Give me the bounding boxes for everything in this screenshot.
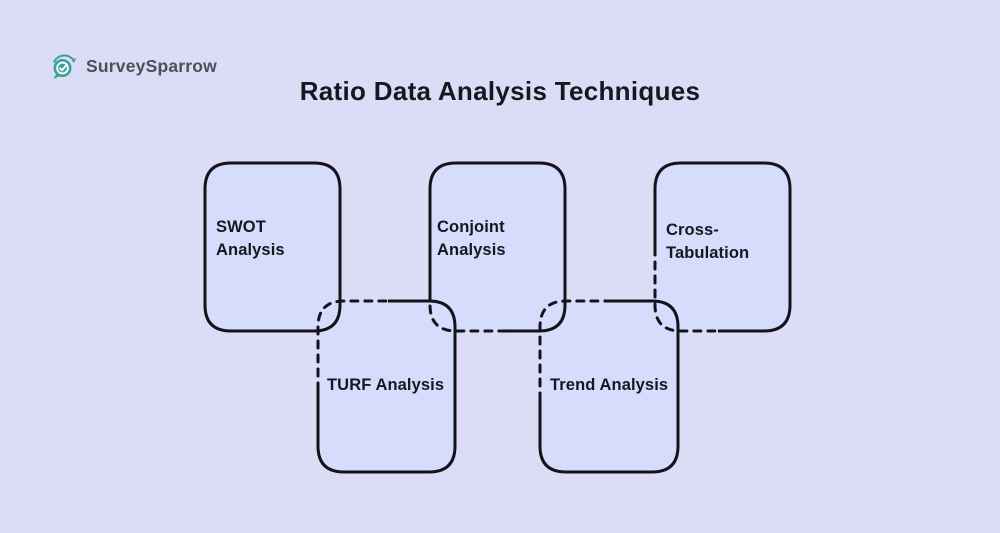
card-turf-analysis-border-dashed (316, 299, 390, 392)
surveysparrow-logo: SurveySparrow (50, 52, 217, 80)
card-label-line: Trend Analysis (550, 376, 669, 394)
card-trend-analysis-shape (540, 301, 678, 472)
card-label-line: Analysis (437, 241, 506, 259)
card-label-line: TURF Analysis (327, 376, 445, 394)
card-trend-analysis-border-solid (538, 299, 680, 474)
card-label-conjoint-analysis: Conjoint Analysis (437, 216, 506, 262)
card-conjoint-analysis-border-solid (428, 161, 567, 333)
card-turf-analysis-shape (318, 301, 455, 472)
card-label-turf-analysis: TURF Analysis (327, 374, 444, 397)
card-label-swot-analysis: SWOT Analysis (216, 216, 285, 262)
card-cross-tabulation-border-solid (653, 161, 792, 333)
card-label-trend-analysis: Trend Analysis (550, 374, 668, 397)
card-label-line: Tabulation (666, 244, 750, 262)
card-conjoint-analysis-shape (430, 163, 565, 331)
card-label-line: SWOT (216, 218, 266, 236)
surveysparrow-brand-text: SurveySparrow (86, 55, 217, 76)
card-cross-tabulation-shape (655, 163, 790, 331)
card-turf-analysis-border-solid (316, 299, 457, 474)
card-label-line: Conjoint (437, 218, 505, 236)
card-label-line: Analysis (216, 241, 285, 259)
card-label-line: Cross- (666, 221, 719, 239)
card-swot-analysis-shape (205, 163, 340, 331)
surveysparrow-bird-icon (53, 54, 77, 79)
page-title: Ratio Data Analysis Techniques (299, 76, 701, 106)
card-swot-analysis-border-solid (203, 161, 342, 333)
card-cross-tabulation-border-dashed (653, 246, 720, 333)
card-label-cross-tabulation: Cross- Tabulation (666, 219, 749, 265)
